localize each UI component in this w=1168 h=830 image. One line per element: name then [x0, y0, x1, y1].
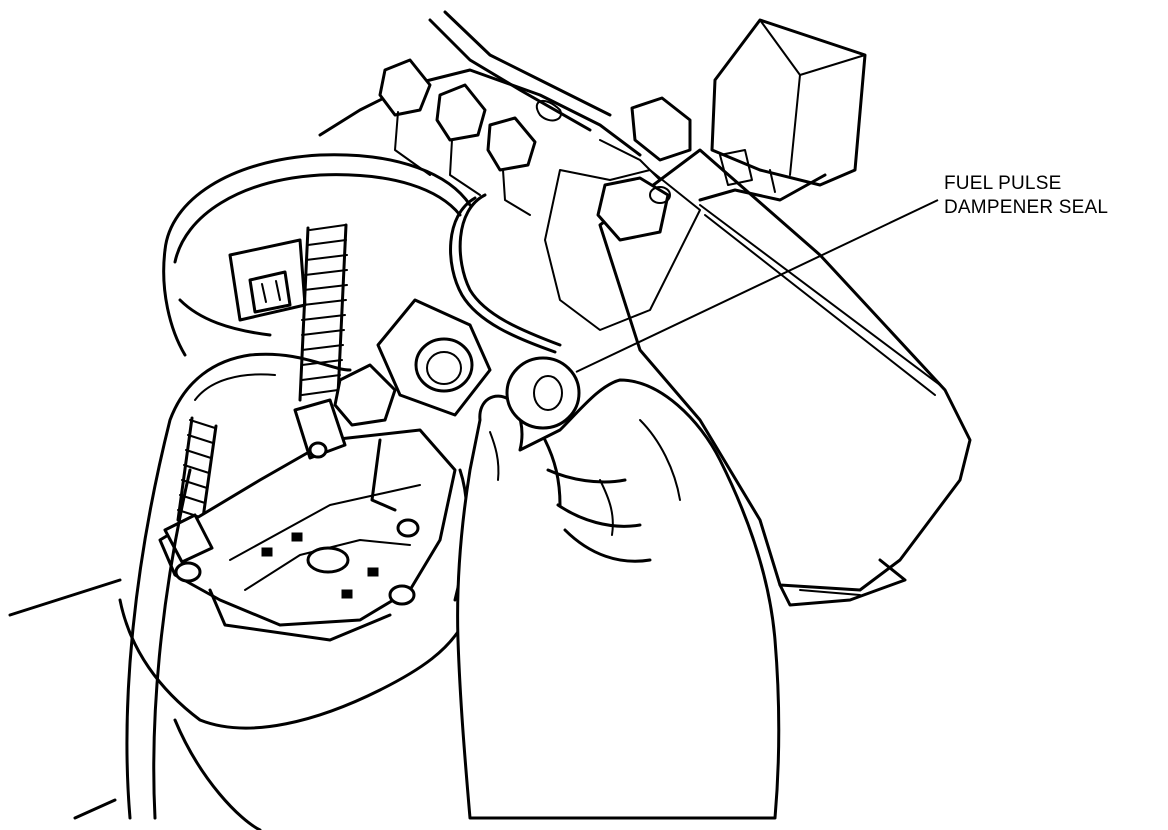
dampener-seal	[505, 356, 581, 430]
coil-spring-left	[176, 416, 218, 527]
pump-base-bracket	[158, 398, 457, 642]
callout-label-line2: DAMPENER SEAL	[944, 197, 1109, 218]
right-hand	[456, 378, 781, 820]
callout-leader-line	[575, 199, 939, 373]
fuel-pulse-dampener	[333, 298, 492, 427]
callout-label-line1: FUEL PULSE	[944, 173, 1062, 194]
callout-label: FUEL PULSE DAMPENER SEAL	[944, 172, 1108, 220]
coil-spring-center	[298, 223, 348, 402]
fuel-tube	[449, 169, 701, 354]
pump-fittings	[318, 10, 692, 216]
pump-module-housing	[598, 18, 972, 607]
